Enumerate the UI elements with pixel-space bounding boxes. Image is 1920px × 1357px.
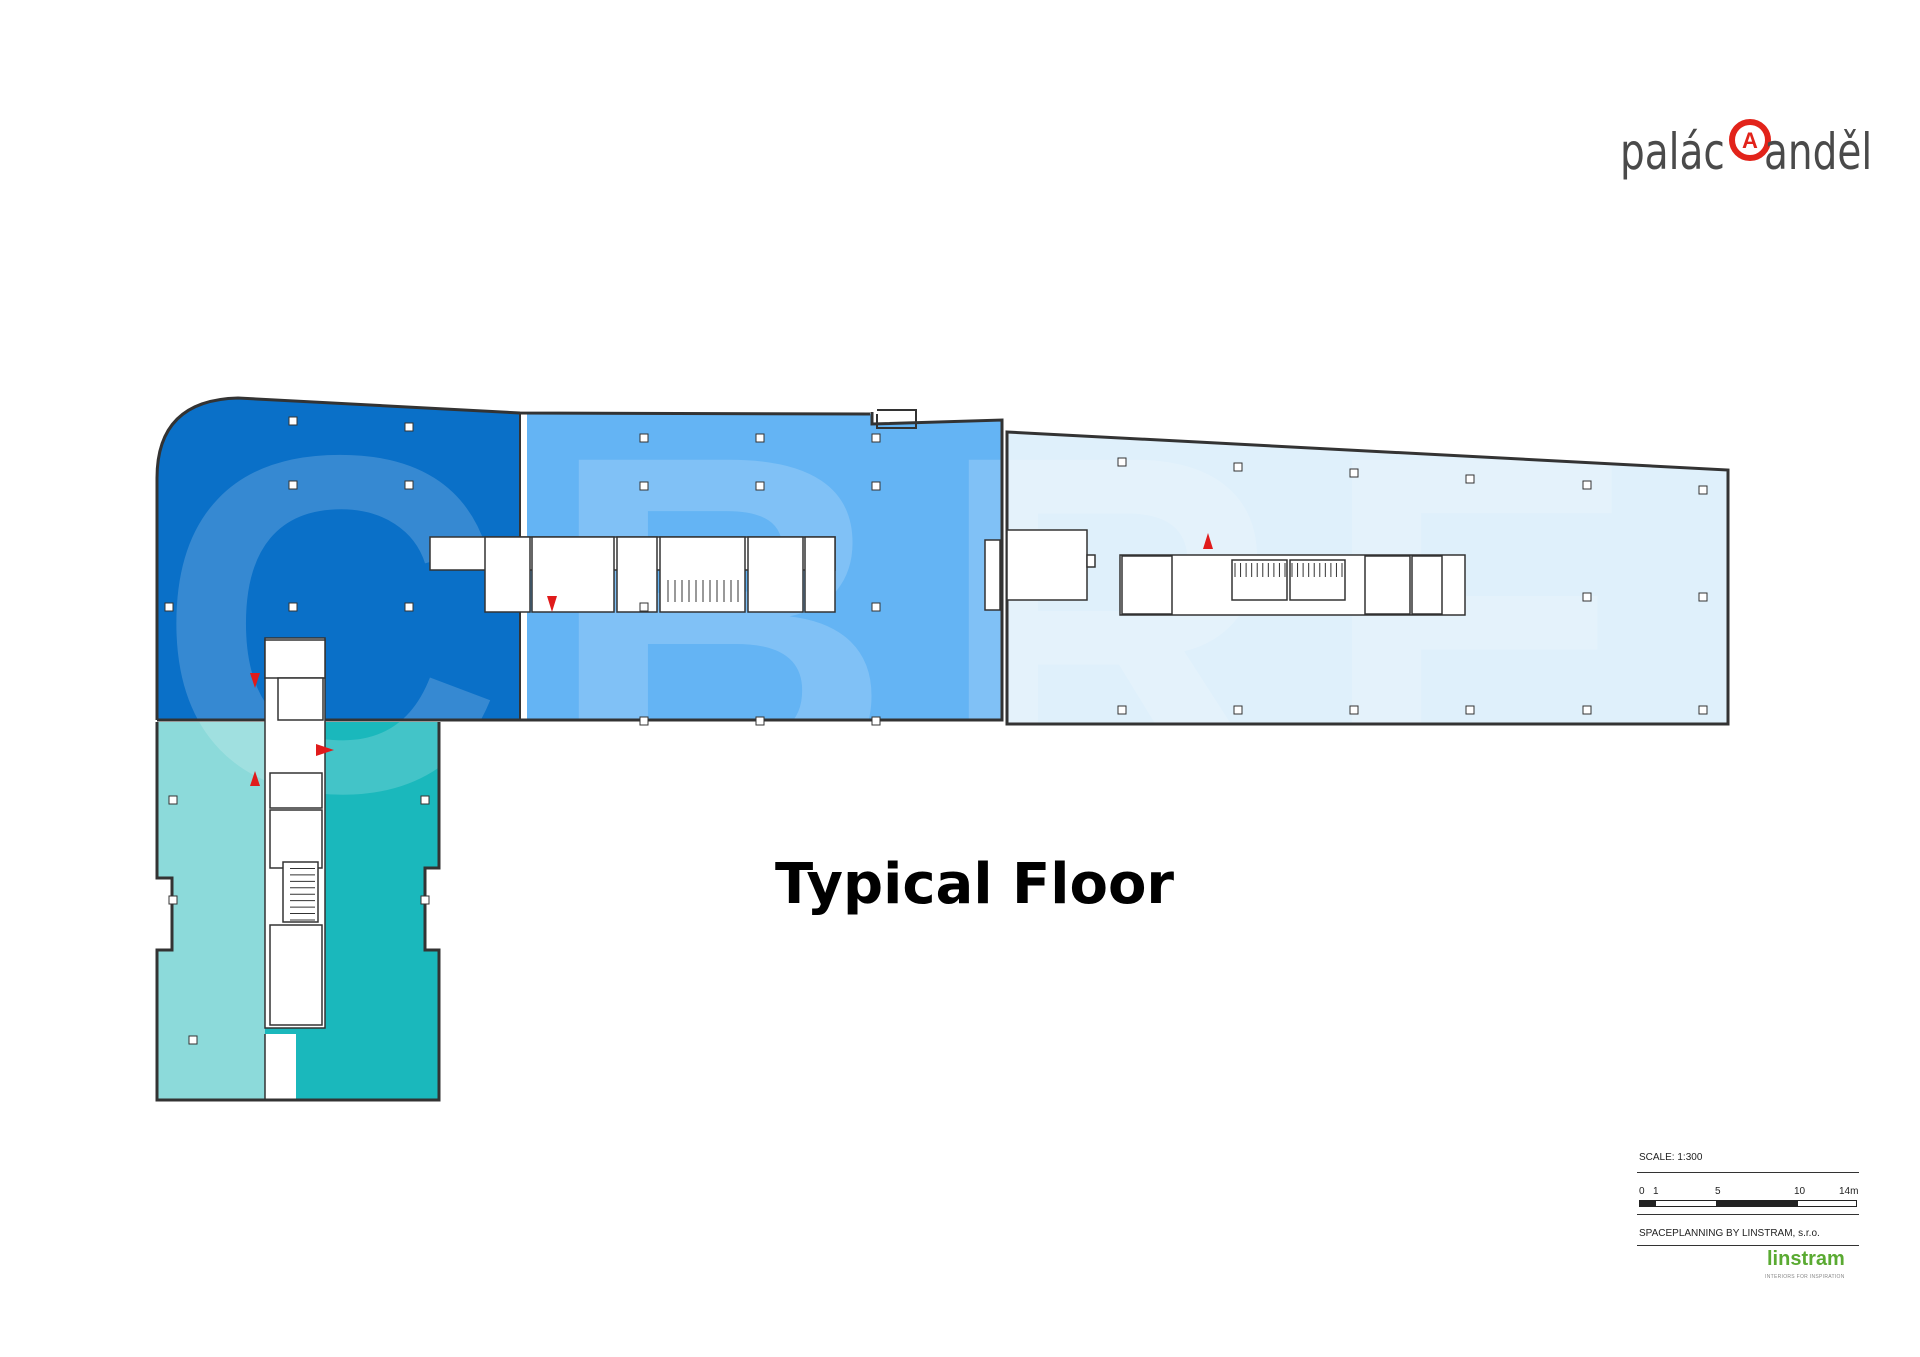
column — [1582, 592, 1592, 602]
column — [1582, 705, 1592, 715]
scale-tick: 10 — [1794, 1186, 1806, 1197]
connector-core — [1006, 529, 1088, 601]
core-room — [264, 639, 326, 679]
scale-segment — [1717, 1200, 1797, 1207]
core-room — [747, 536, 804, 613]
column — [404, 602, 414, 612]
core-room — [269, 772, 323, 809]
scale-segment — [1655, 1200, 1717, 1207]
column — [188, 1035, 198, 1045]
divider — [1637, 1245, 1859, 1246]
scale-ticks: 0 1 5 10 14m — [1639, 1186, 1859, 1198]
watermark-letter: R — [937, 355, 1284, 892]
watermark-letter: B — [547, 355, 894, 892]
column — [639, 481, 649, 491]
column — [404, 480, 414, 490]
column — [420, 795, 430, 805]
escape-arrow — [1203, 533, 1213, 549]
escape-arrow — [547, 596, 557, 612]
column — [1465, 705, 1475, 715]
logo-mark-letter: A — [1742, 128, 1758, 153]
structural-columns — [164, 416, 1708, 1045]
spaceplanning-credit: SPACEPLANNING BY LINSTRAM, s.r.o. — [1639, 1228, 1820, 1239]
escape-arrow — [250, 673, 260, 688]
column — [1698, 592, 1708, 602]
logo-word-left: palác — [1620, 123, 1725, 181]
column — [755, 481, 765, 491]
column — [1698, 705, 1708, 715]
column — [871, 602, 881, 612]
scale-tick: 14m — [1839, 1186, 1859, 1197]
core-room — [531, 536, 615, 613]
escape-arrow — [250, 771, 260, 786]
scale-tick: 0 — [1639, 1186, 1645, 1197]
watermark-letter: E — [1320, 355, 1640, 892]
core-room — [1231, 559, 1288, 601]
column — [1117, 457, 1127, 467]
column — [1465, 474, 1475, 484]
column — [288, 602, 298, 612]
core-room — [282, 861, 319, 923]
column — [871, 433, 881, 443]
scale-label: SCALE: 1:300 — [1639, 1152, 1703, 1163]
watermark-letter: C — [157, 355, 504, 892]
core-room — [1411, 555, 1443, 615]
column — [404, 422, 414, 432]
zone-teal-light[interactable] — [157, 722, 265, 1100]
column — [288, 480, 298, 490]
core-room — [269, 809, 323, 869]
escape-arrow — [316, 744, 334, 756]
column — [168, 795, 178, 805]
core-room — [484, 536, 531, 613]
scale-tick: 5 — [1715, 1186, 1721, 1197]
column — [1349, 705, 1359, 715]
column — [1349, 468, 1359, 478]
column — [639, 433, 649, 443]
scale-bar — [1639, 1200, 1857, 1207]
zone-dark-blue[interactable] — [157, 398, 520, 720]
page-title: Typical Floor — [775, 852, 1175, 917]
core-room — [277, 677, 324, 721]
core-room — [1121, 555, 1173, 615]
core-room — [804, 536, 836, 613]
linstram-logo: linstram — [1767, 1248, 1845, 1270]
column — [755, 716, 765, 726]
column — [1117, 705, 1127, 715]
column — [639, 602, 649, 612]
column — [755, 433, 765, 443]
logo-word-right: anděl — [1764, 123, 1873, 181]
scale-segment — [1797, 1200, 1857, 1207]
column — [1582, 480, 1592, 490]
column — [871, 481, 881, 491]
linstram-tagline: INTERIORS FOR INSPIRATION — [1765, 1274, 1845, 1280]
divider — [1637, 1172, 1859, 1173]
escape-arrows — [250, 533, 1213, 786]
column — [1698, 485, 1708, 495]
scale-segment — [1639, 1200, 1655, 1207]
column — [168, 895, 178, 905]
core-room — [984, 539, 1001, 611]
core-room — [269, 924, 323, 1026]
column — [288, 416, 298, 426]
palac-andel-logo: palác A anděl — [1620, 118, 1875, 188]
service-cores — [264, 529, 1466, 1029]
column — [164, 602, 174, 612]
core-room — [1289, 559, 1346, 601]
divider — [1637, 1214, 1859, 1215]
core-room — [1364, 555, 1411, 615]
column — [871, 716, 881, 726]
floor-walls — [155, 396, 1730, 1102]
column — [420, 895, 430, 905]
scale-tick: 1 — [1653, 1186, 1659, 1197]
column — [1233, 462, 1243, 472]
column — [639, 716, 649, 726]
column — [1233, 705, 1243, 715]
logo-a-mark-icon: A — [1729, 119, 1771, 161]
core-room — [1086, 554, 1096, 568]
core-room — [616, 536, 658, 613]
